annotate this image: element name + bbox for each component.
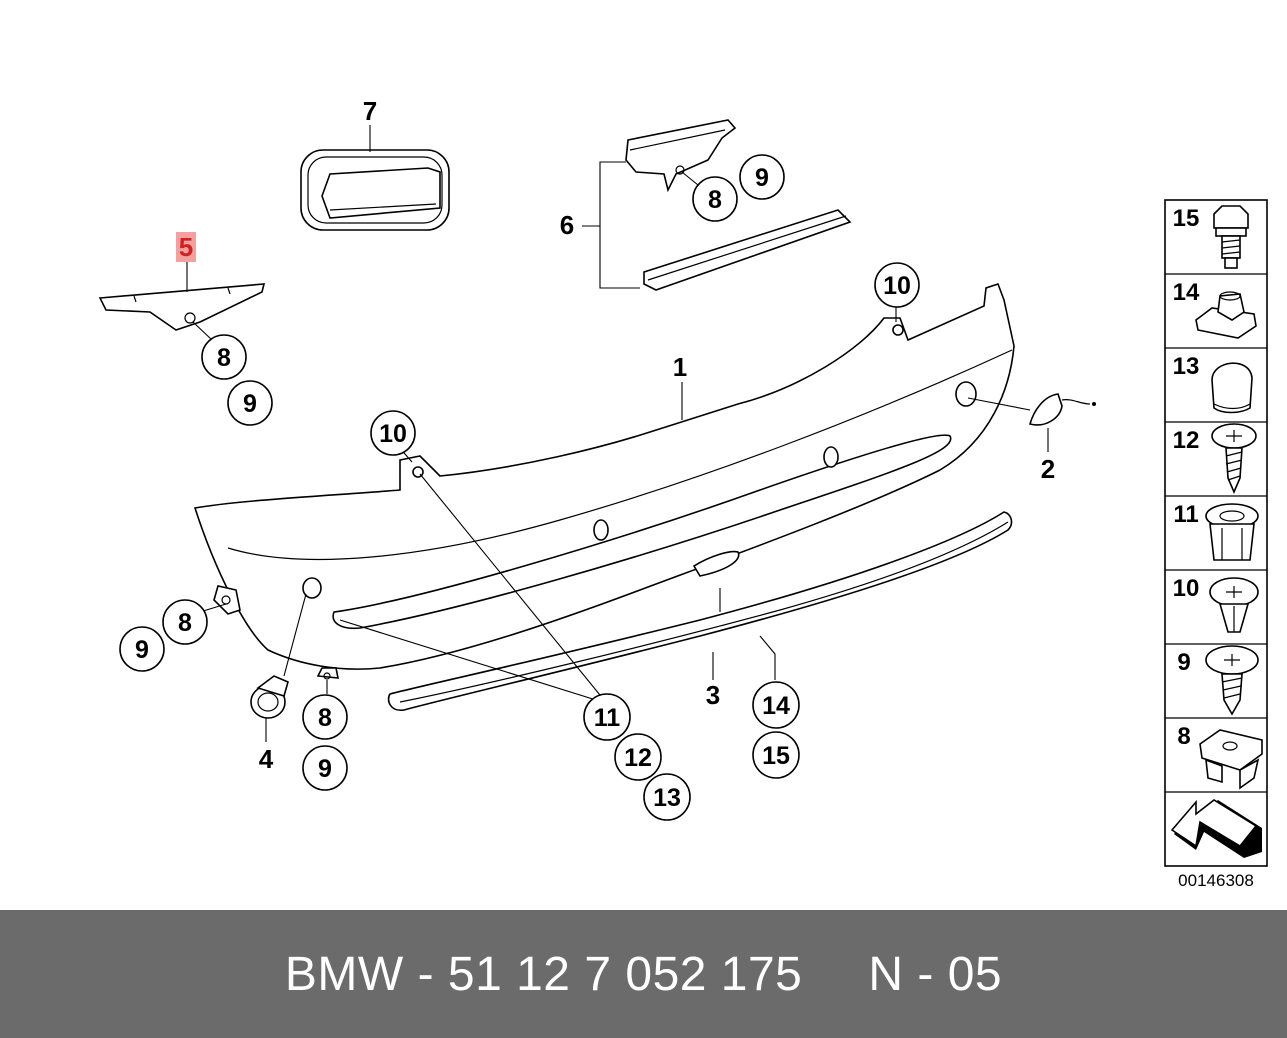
callout-13: 13 (653, 784, 681, 812)
legend-label-8: 8 (1177, 723, 1190, 750)
callout-9-bottom: 9 (318, 755, 332, 783)
part-2-cap (967, 393, 1096, 452)
part-4-sensor (250, 593, 307, 742)
callout-8-lower-left: 8 (178, 609, 192, 637)
callout-9-top: 9 (755, 164, 769, 192)
arrow-icon (1170, 799, 1262, 858)
sheet-metal-screw-icon (1211, 423, 1257, 495)
callout-12: 12 (624, 744, 652, 772)
legend-label-14: 14 (1173, 279, 1200, 306)
speed-nut-icon (1199, 729, 1263, 790)
push-rivet-icon (1209, 577, 1259, 633)
legend-label-11: 11 (1173, 501, 1198, 528)
legend-label-10: 10 (1173, 575, 1200, 602)
parts-diagram: 7 6 5 1 2 3 4 8 9 8 9 10 10 8 9 8 9 (98, 96, 1268, 890)
footer-caption: BMW - 51 12 7 052 175 N - 05 (0, 910, 1287, 1038)
callout-3: 3 (706, 680, 720, 710)
callout-9-left: 9 (243, 390, 257, 418)
callout-1: 1 (673, 352, 687, 382)
footer-brand: BMW (284, 947, 404, 1001)
footer-part-number: - 51 12 7 052 175 (417, 947, 803, 1001)
callout-8-bottom: 8 (318, 704, 332, 732)
callout-5: 5 (179, 232, 193, 262)
callout-5-highlight (176, 232, 196, 262)
legend-label-12: 12 (1173, 427, 1200, 454)
hex-bolt-icon (1213, 205, 1249, 269)
part-7-reflector (300, 125, 450, 231)
callout-8-left: 8 (217, 344, 231, 372)
callout-8-top: 8 (708, 186, 722, 214)
legend-label-13: 13 (1173, 353, 1200, 380)
expansion-rivet-icon (1205, 503, 1259, 561)
callout-4: 4 (259, 744, 274, 774)
callout-10-right: 10 (883, 272, 911, 300)
cap-nut-icon (1211, 362, 1253, 414)
callout-11: 11 (594, 704, 621, 732)
diagram-number: 00146308 (1178, 871, 1254, 890)
callouts: 7 6 5 1 2 3 4 8 9 8 9 10 10 8 9 8 9 (119, 96, 1055, 821)
part-3-strip (387, 511, 1013, 711)
legend-label-9: 9 (1177, 649, 1190, 676)
screw-icon (1205, 645, 1259, 716)
part-5-guide (98, 262, 266, 341)
footer-bar: BMW - 51 12 7 052 175 N - 05 (0, 910, 1287, 1038)
callout-7: 7 (363, 96, 377, 126)
part-6-bracket (582, 119, 852, 291)
callout-9-lower-left: 9 (135, 636, 149, 664)
callout-2: 2 (1041, 454, 1055, 484)
footer-code: N - 05 (868, 947, 1003, 1001)
legend-label-15: 15 (1173, 205, 1200, 232)
fastener-legend: 15 14 13 12 11 10 9 8 (1164, 199, 1268, 890)
clip-nut-icon (1195, 291, 1257, 339)
callout-14: 14 (762, 692, 790, 720)
callout-10-left: 10 (379, 420, 407, 448)
callout-15: 15 (762, 742, 790, 770)
part-1-bumper (193, 282, 1015, 680)
callout-6: 6 (560, 210, 574, 240)
